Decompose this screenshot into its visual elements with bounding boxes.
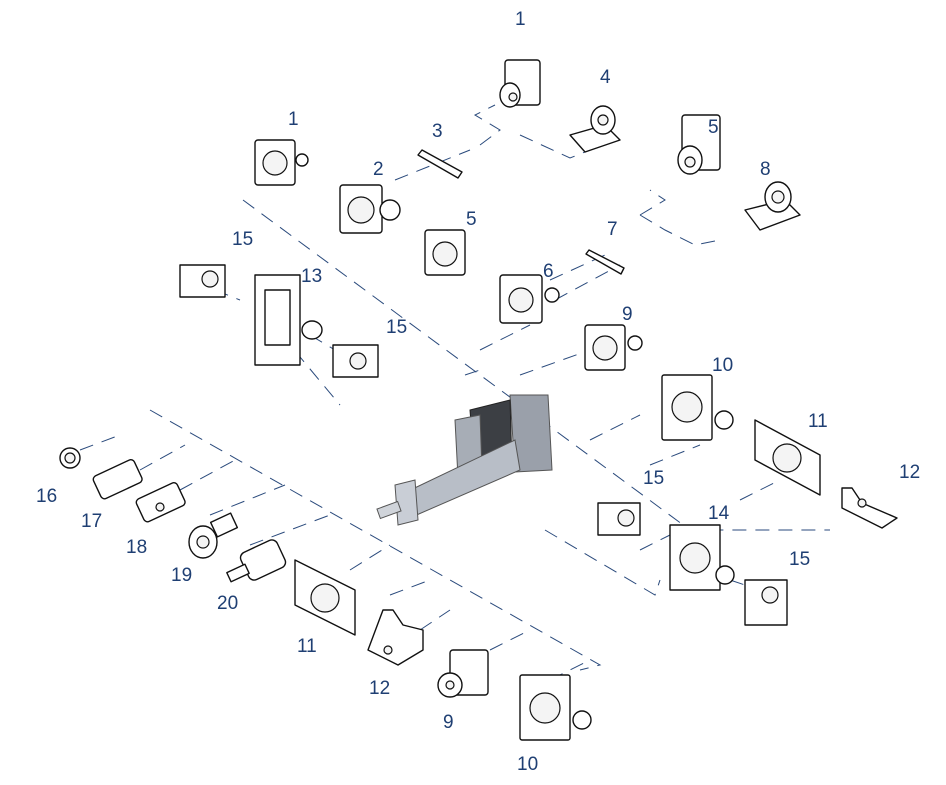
part-8-pivot-bracket <box>744 181 801 231</box>
part-12-foot-bracket <box>841 487 898 529</box>
part-label: 2 <box>373 159 384 180</box>
part-label: 9 <box>622 304 633 325</box>
part-label: 7 <box>607 219 618 240</box>
parts <box>59 59 898 741</box>
part-label: 1 <box>288 109 299 130</box>
part-label: 5 <box>708 117 719 138</box>
part-label: 5 <box>466 209 477 230</box>
part-label: 17 <box>81 511 103 532</box>
part-2-flange-clevis <box>339 184 401 234</box>
part-label: 14 <box>708 503 730 524</box>
part-label: 1 <box>515 9 526 30</box>
part-label: 6 <box>543 261 554 282</box>
part-20-floating-joint <box>226 539 287 583</box>
part-19-rod-eye <box>188 512 239 559</box>
part-label: 11 <box>297 636 317 657</box>
part-12-foot-bracket-lower <box>367 609 424 666</box>
part-label: 16 <box>36 486 58 507</box>
part-label: 9 <box>443 712 454 733</box>
part-label: 12 <box>369 678 391 699</box>
part-label: 4 <box>600 67 611 88</box>
part-9-clevis-lower <box>437 649 489 698</box>
part-label: 11 <box>808 411 828 432</box>
part-label: 12 <box>899 462 921 483</box>
part-11-plate <box>754 419 821 496</box>
part-3-pin <box>417 149 463 179</box>
part-label: 15 <box>789 549 811 570</box>
part-16-nut <box>59 447 81 469</box>
part-13-trunnion-frame <box>254 274 323 366</box>
part-label: 10 <box>712 355 734 376</box>
part-label: 10 <box>517 754 539 775</box>
part-5-clevis <box>677 114 721 175</box>
part-17-clevis-rod-end <box>92 459 143 500</box>
part-label: 8 <box>760 159 771 180</box>
part-1-flange <box>254 139 309 186</box>
part-18-clevis-rod-end <box>135 482 186 523</box>
part-15-block-c <box>597 502 641 536</box>
part-15-block-d <box>744 579 788 626</box>
part-9-flange <box>584 324 643 371</box>
part-15-block-a <box>179 264 226 298</box>
leader-lines <box>79 104 830 681</box>
part-5-flange <box>424 229 466 276</box>
part-label: 15 <box>643 468 665 489</box>
part-11-plate-lower <box>294 559 356 636</box>
part-10-trunnion-flange <box>661 374 734 441</box>
part-label: 13 <box>301 266 323 287</box>
electric-actuator <box>376 394 553 526</box>
part-label: 15 <box>386 317 408 338</box>
part-15-block-b <box>332 344 379 378</box>
part-label: 18 <box>126 537 148 558</box>
part-10-trunnion-flange-lower <box>519 674 592 741</box>
part-14-trunnion-block <box>669 524 735 591</box>
part-7-pin <box>585 249 625 275</box>
part-4-pivot-bracket <box>569 105 621 153</box>
part-1-top-clevis <box>499 59 541 108</box>
part-6-flange <box>499 274 560 324</box>
part-label: 3 <box>432 121 443 142</box>
part-label: 20 <box>217 593 239 614</box>
part-label: 19 <box>171 565 193 586</box>
part-label: 15 <box>232 229 254 250</box>
